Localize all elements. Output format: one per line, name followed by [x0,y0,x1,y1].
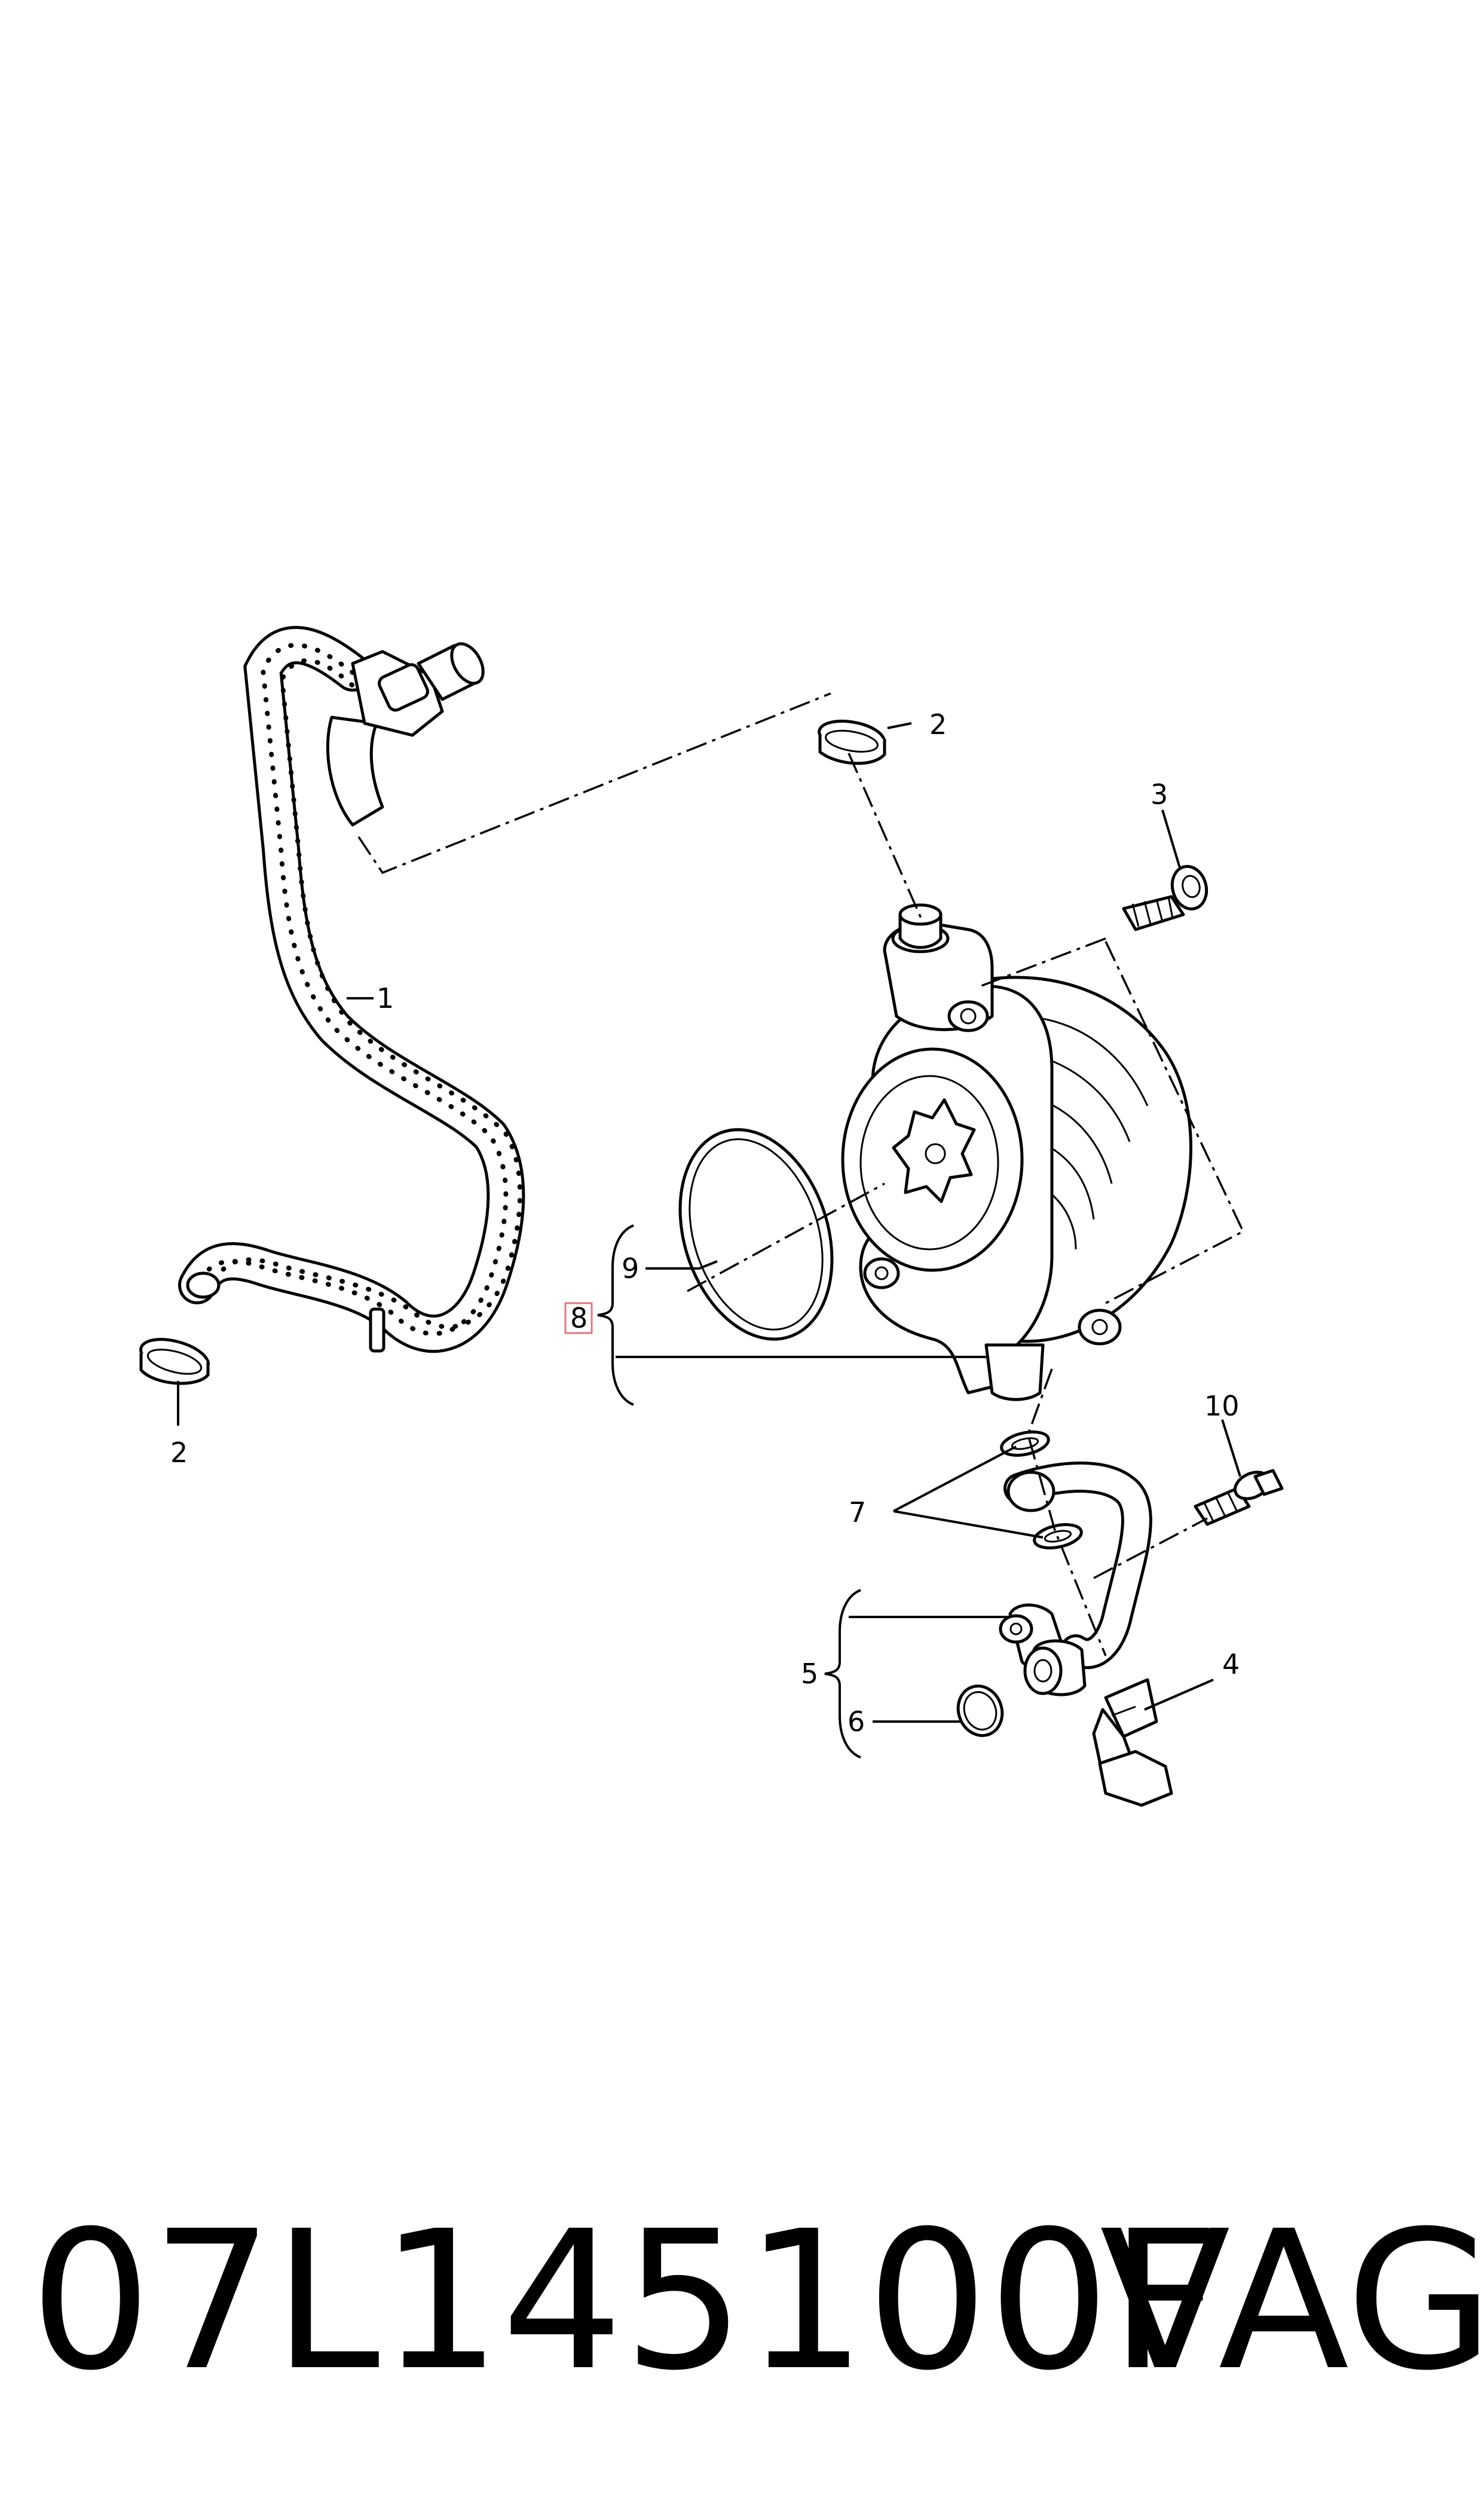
hose-clamp-top [818,720,886,765]
oil-pipe-banjo-top [1006,1471,1055,1512]
pump-front-face [859,1075,999,1251]
oil-pipe-lug [999,1614,1033,1644]
callout-leaders [177,722,1241,1759]
callout-5: 5 [801,1658,818,1690]
pump-drive-coupling [892,1098,976,1203]
pump-mount-ear-bottom [1078,1309,1122,1346]
callout-2-bottom: 2 [170,1436,188,1469]
brand-name: VAG [1100,2190,1484,2413]
hose-end-opening [186,1271,221,1299]
hose-stub [369,1307,385,1353]
hose-clamp-bottom [139,1338,210,1385]
callout-7: 7 [849,1496,866,1528]
banjo-bolt-4 [1092,1678,1173,1807]
hose-texture [195,643,509,1337]
pump-mount-ear-left [863,1257,900,1289]
oil-pipe-fitting-face [1023,1646,1063,1695]
pump-housing-ribs [1015,1015,1149,1250]
callout-labels: 1 2 2 3 4 5 6 7 8 9 10 [170,708,1240,1738]
vacuum-hose [178,626,525,1353]
part-number: 07L145100F [30,2190,1220,2413]
hose-nozzle-end [450,642,485,685]
callout-10: 10 [1204,1390,1240,1422]
callout-8: 8 [570,1302,588,1334]
callout-2-top: 2 [929,708,947,741]
pump-o-ring [678,1128,834,1341]
mounting-bolt-3 [1122,864,1208,931]
pump-outlet-port [984,1343,1045,1401]
hose-connector-collar [378,663,429,712]
vacuum-pump [841,903,1192,1401]
callout-4: 4 [1222,1648,1240,1680]
callout-3: 3 [1151,778,1168,811]
callout-8-highlight [564,1302,593,1334]
assembly-centerlines [357,692,1245,1656]
callout-9: 9 [622,1252,639,1285]
pump-drive-center [925,1143,946,1164]
sealing-washer-upper [1000,1430,1050,1457]
oil-pipe-o-ring [956,1685,1004,1737]
hose-elbow-fitting [326,716,384,827]
callout-6: 6 [847,1705,865,1738]
callout-1: 1 [377,982,394,1014]
pump-mount-ear-top [947,1000,989,1032]
stud-bolt-10 [1194,1469,1284,1526]
oil-supply-pipe [999,1462,1152,1696]
